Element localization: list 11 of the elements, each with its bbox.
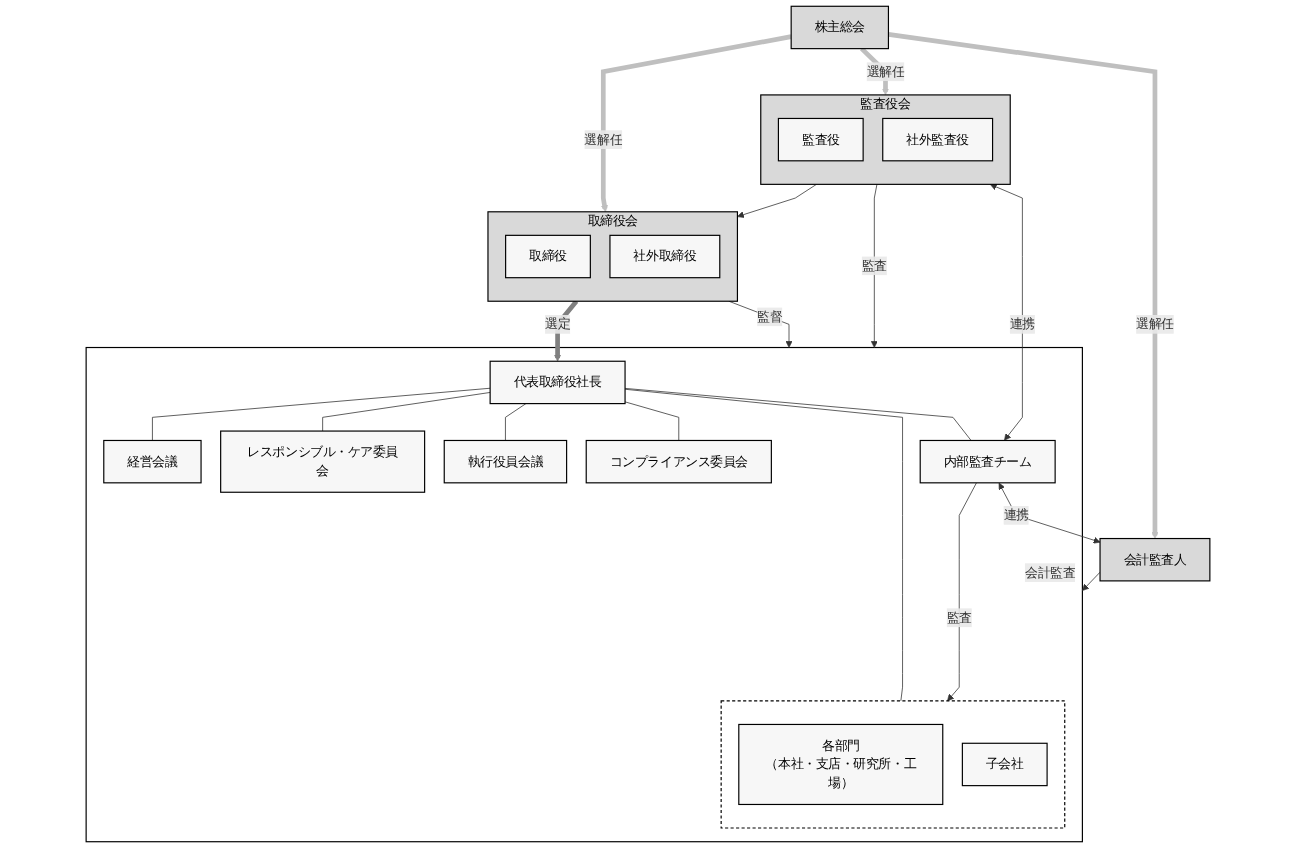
connector xyxy=(152,387,491,441)
connector xyxy=(505,403,527,441)
cluster xyxy=(720,700,1066,829)
arrow xyxy=(554,299,579,362)
connector xyxy=(624,401,680,441)
arrow xyxy=(600,34,792,213)
arrow xyxy=(888,31,1159,539)
cluster xyxy=(85,346,1083,843)
connector xyxy=(322,392,491,432)
connector xyxy=(624,388,972,441)
connector xyxy=(624,388,903,702)
